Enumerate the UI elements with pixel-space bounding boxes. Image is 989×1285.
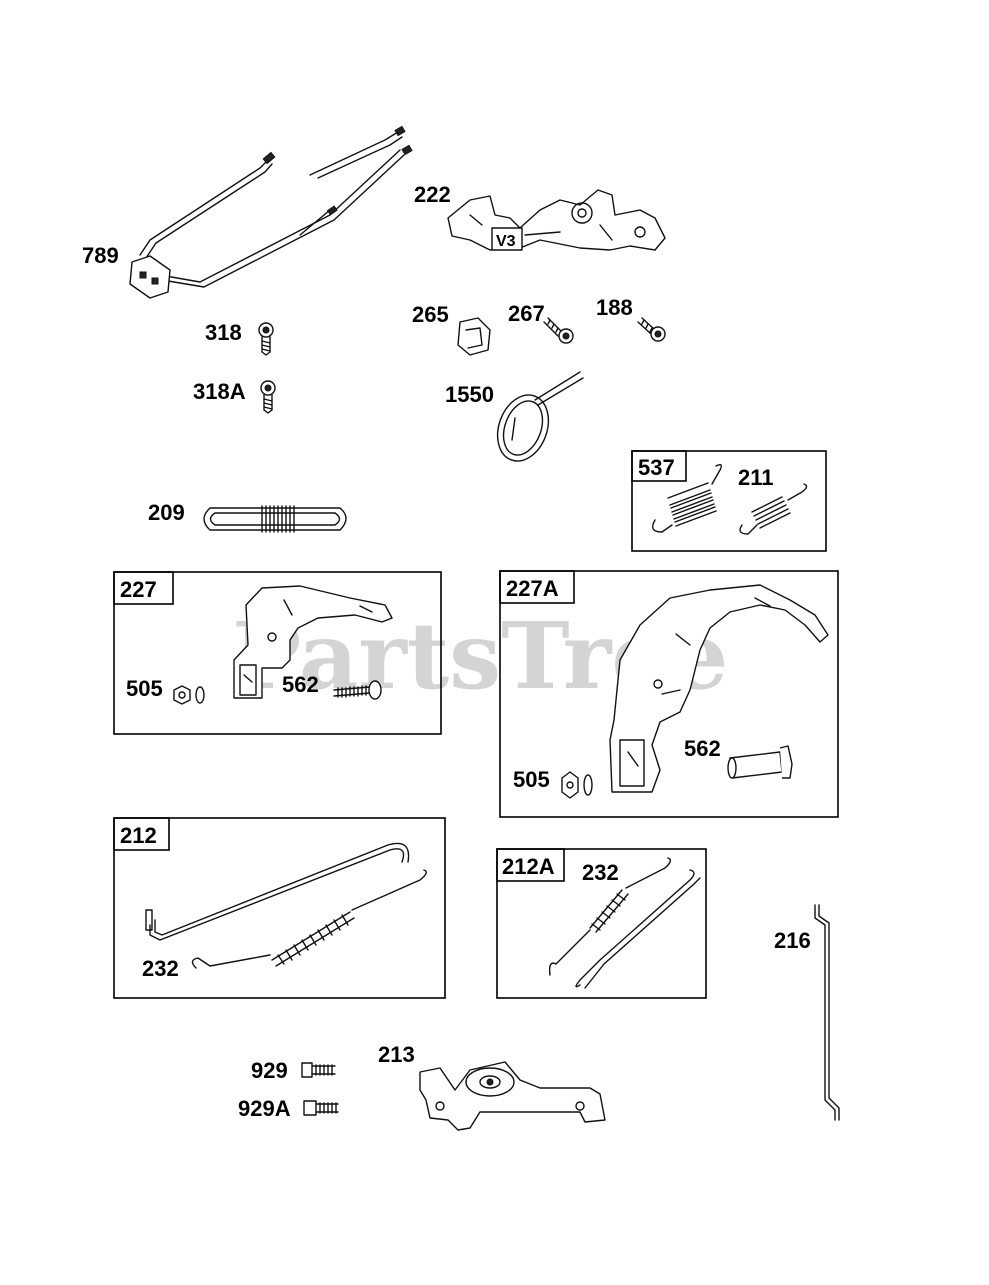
part-318-screw[interactable]	[258, 322, 274, 356]
part-227A-bracket[interactable]	[609, 584, 829, 793]
box-227A: 227A 562 505	[499, 570, 839, 818]
callout-265: 265	[412, 302, 449, 327]
callout-267: 267	[508, 301, 545, 326]
part-267-screw[interactable]	[543, 317, 574, 344]
callout-212A-232: 232	[582, 860, 619, 885]
part-216-rod[interactable]	[814, 904, 840, 1121]
callout-1550: 1550	[445, 382, 494, 407]
box-227A-title: 227A	[506, 576, 559, 601]
part-212-rod[interactable]	[145, 842, 410, 941]
part-211-spring[interactable]	[739, 483, 808, 535]
callout-227A-505: 505	[513, 767, 550, 792]
part-212A-232-spring[interactable]	[548, 857, 672, 976]
callout-209: 209	[148, 500, 185, 525]
callout-222: 222	[414, 182, 451, 207]
part-227A-562-bolt[interactable]	[727, 745, 793, 779]
box-212A-title: 212A	[502, 854, 555, 879]
part-212A-rod[interactable]	[575, 869, 701, 989]
callout-227-562: 562	[282, 672, 319, 697]
part-318A-screw[interactable]	[260, 380, 276, 414]
box-212: 212 232	[113, 817, 446, 999]
part-537-spring[interactable]	[652, 463, 723, 533]
part-929-bolt[interactable]	[301, 1062, 336, 1078]
part-227A-505-nut[interactable]	[561, 771, 593, 799]
callout-929A: 929A	[238, 1096, 291, 1121]
part-227-505-nut[interactable]	[173, 685, 205, 705]
part-227-bracket[interactable]	[233, 585, 393, 699]
part-209-spring[interactable]	[203, 505, 347, 533]
box-212-title: 212	[120, 823, 157, 848]
callout-929: 929	[251, 1058, 288, 1083]
part-929A-bolt[interactable]	[303, 1100, 339, 1116]
callout-789: 789	[82, 243, 119, 268]
part-265-clip[interactable]	[457, 317, 491, 356]
callout-227-505: 505	[126, 676, 163, 701]
part-227-562-bolt[interactable]	[333, 680, 382, 700]
box-537-title: 537	[638, 455, 675, 480]
part-213-bracket[interactable]	[419, 1061, 606, 1131]
part-188-screw[interactable]	[637, 317, 666, 342]
part-789-harness[interactable]	[129, 125, 413, 299]
part-222-bracket[interactable]	[447, 189, 666, 251]
part-212-232-spring[interactable]	[191, 869, 427, 969]
callout-318A: 318A	[193, 379, 246, 404]
callout-216: 216	[774, 928, 811, 953]
callout-222-mark: V3	[496, 233, 516, 250]
callout-212-232: 232	[142, 956, 179, 981]
callout-211: 211	[738, 465, 774, 490]
callout-227A-562: 562	[684, 736, 721, 761]
callout-213: 213	[378, 1042, 415, 1067]
part-1550-spring[interactable]	[489, 371, 584, 468]
callout-318: 318	[205, 320, 242, 345]
box-227-title: 227	[120, 577, 157, 602]
box-537: 537 211	[631, 450, 827, 552]
callout-188: 188	[596, 295, 633, 320]
box-212A: 212A 232	[496, 848, 707, 999]
box-227: 227 505 562	[113, 571, 442, 735]
